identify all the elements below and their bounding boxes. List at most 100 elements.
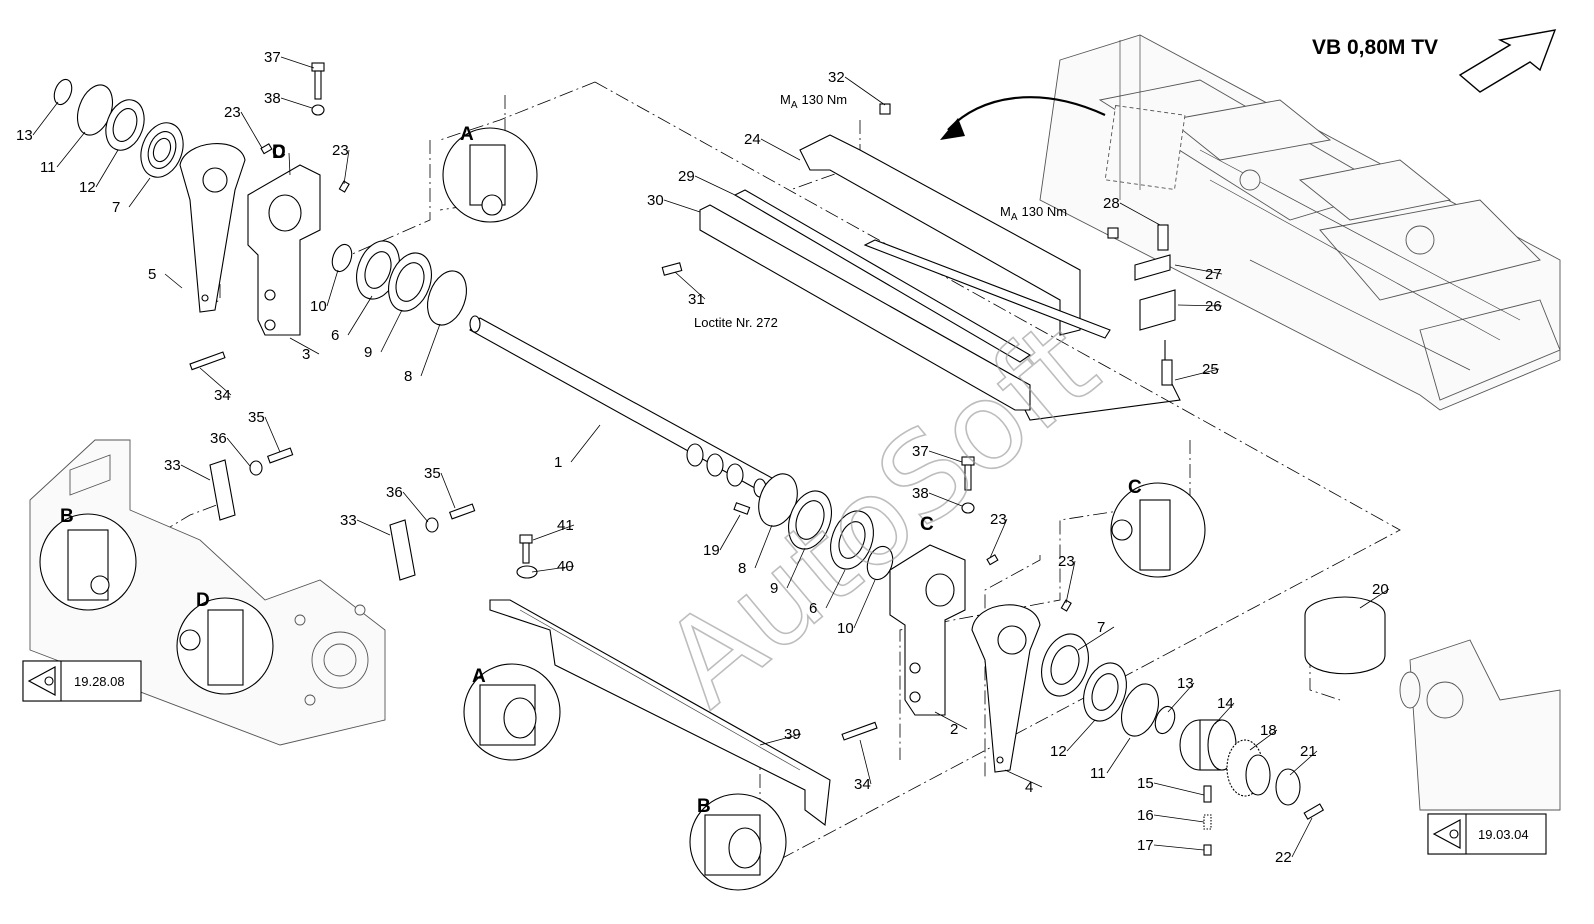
callout-number: 41 (557, 517, 574, 534)
callout-number: 17 (1137, 837, 1154, 854)
callout-number: 3 (302, 346, 310, 363)
leader-line (754, 524, 773, 569)
detail-view-letter: B (60, 506, 74, 527)
leader-line (226, 437, 251, 467)
reference-label: 19.28.08 (74, 674, 125, 689)
leader-line (719, 514, 741, 551)
lower-right-bearing-assembly (758, 456, 1325, 856)
callout-number: 11 (1090, 765, 1106, 782)
detail-view-letter: D (196, 590, 210, 611)
leader-line (1174, 264, 1223, 275)
callout-number: 8 (404, 368, 412, 385)
callout-number: 26 (1205, 298, 1222, 315)
callout-number: 35 (248, 409, 265, 426)
leader-line (570, 424, 601, 463)
paver-machine-overview (1039, 34, 1561, 411)
leader-line (760, 138, 801, 161)
leader-line (402, 491, 429, 523)
leader-line (786, 547, 806, 589)
callout-number: 34 (854, 776, 871, 793)
view-title: VB 0,80M TV (1312, 36, 1438, 59)
reference-box-19-03-04[interactable]: 19.03.04 (1427, 813, 1547, 855)
callout-number: 9 (770, 580, 778, 597)
leader-line (1249, 729, 1278, 751)
eye-icon (1432, 818, 1461, 850)
leader-line (663, 199, 701, 213)
callout-number: 22 (1275, 849, 1292, 866)
detail-view-letter: A (460, 124, 474, 145)
eye-icon (27, 665, 56, 697)
leader-line (1359, 588, 1390, 609)
leader-line (1153, 844, 1205, 851)
leader-line (1004, 769, 1043, 788)
leader-line (1214, 702, 1235, 725)
callout-number: 38 (912, 485, 929, 502)
callout-number: 36 (210, 430, 227, 447)
direction-curve-arrow (947, 96, 1106, 131)
leader-line (326, 269, 339, 307)
callout-number: 23 (224, 104, 241, 121)
callout-number: 2 (950, 721, 958, 738)
callout-number: 37 (912, 443, 929, 460)
leader-line (844, 76, 886, 106)
callout-number: 31 (688, 291, 705, 308)
callout-number: 9 (364, 344, 372, 361)
callout-number: 27 (1205, 266, 1222, 283)
leader-line (1174, 368, 1220, 381)
callout-number: 21 (1300, 743, 1317, 760)
callout-number: 24 (744, 131, 761, 148)
leader-line (825, 569, 846, 609)
leader-line (928, 450, 963, 463)
leader-line (32, 101, 59, 136)
callout-number: 15 (1137, 775, 1154, 792)
callout-number: 7 (112, 199, 120, 216)
leader-line (1167, 682, 1195, 713)
leader-line (440, 472, 456, 509)
detail-view-letter: A (472, 666, 486, 687)
callout-number: 6 (331, 327, 339, 344)
callout-number: 23 (990, 511, 1007, 528)
callout-number: 7 (1097, 619, 1105, 636)
callout-number: 23 (1058, 553, 1075, 570)
leader-line (853, 579, 876, 629)
reference-box-19-28-08[interactable]: 19.28.08 (22, 660, 142, 702)
callout-number: 35 (424, 465, 441, 482)
callout-number: 8 (738, 560, 746, 577)
leader-line (128, 177, 151, 208)
leader-line (934, 711, 968, 730)
leader-line (1153, 814, 1205, 823)
leader-line (759, 733, 802, 746)
rail-assembly (661, 103, 1181, 421)
callout-number: 1 (554, 454, 562, 471)
callout-number: 13 (1177, 675, 1194, 692)
callout-number: 34 (214, 387, 231, 404)
callout-number: 32 (828, 69, 845, 86)
leader-line (180, 464, 211, 481)
leader-line (1065, 560, 1076, 604)
leader-line (264, 416, 281, 453)
leader-line (164, 273, 183, 289)
callout-number: 18 (1260, 722, 1277, 739)
callout-number: 39 (784, 726, 801, 743)
detail-view-letter: D (272, 142, 286, 163)
leader-line (1106, 737, 1131, 774)
detail-view-letter: C (920, 514, 934, 535)
reference-label: 19.03.04 (1478, 827, 1529, 842)
leader-line (694, 175, 736, 196)
leader-line (1291, 817, 1313, 858)
callout-number: 4 (1025, 779, 1033, 796)
callout-number: 14 (1217, 695, 1234, 712)
leader-line (859, 739, 872, 785)
leader-line (1289, 750, 1318, 776)
leader-line (1066, 719, 1096, 752)
leader-line (380, 309, 403, 353)
cover-assembly (463, 534, 831, 891)
leader-line (1119, 202, 1161, 226)
leader-line (56, 131, 86, 168)
callout-number: 25 (1202, 361, 1219, 378)
